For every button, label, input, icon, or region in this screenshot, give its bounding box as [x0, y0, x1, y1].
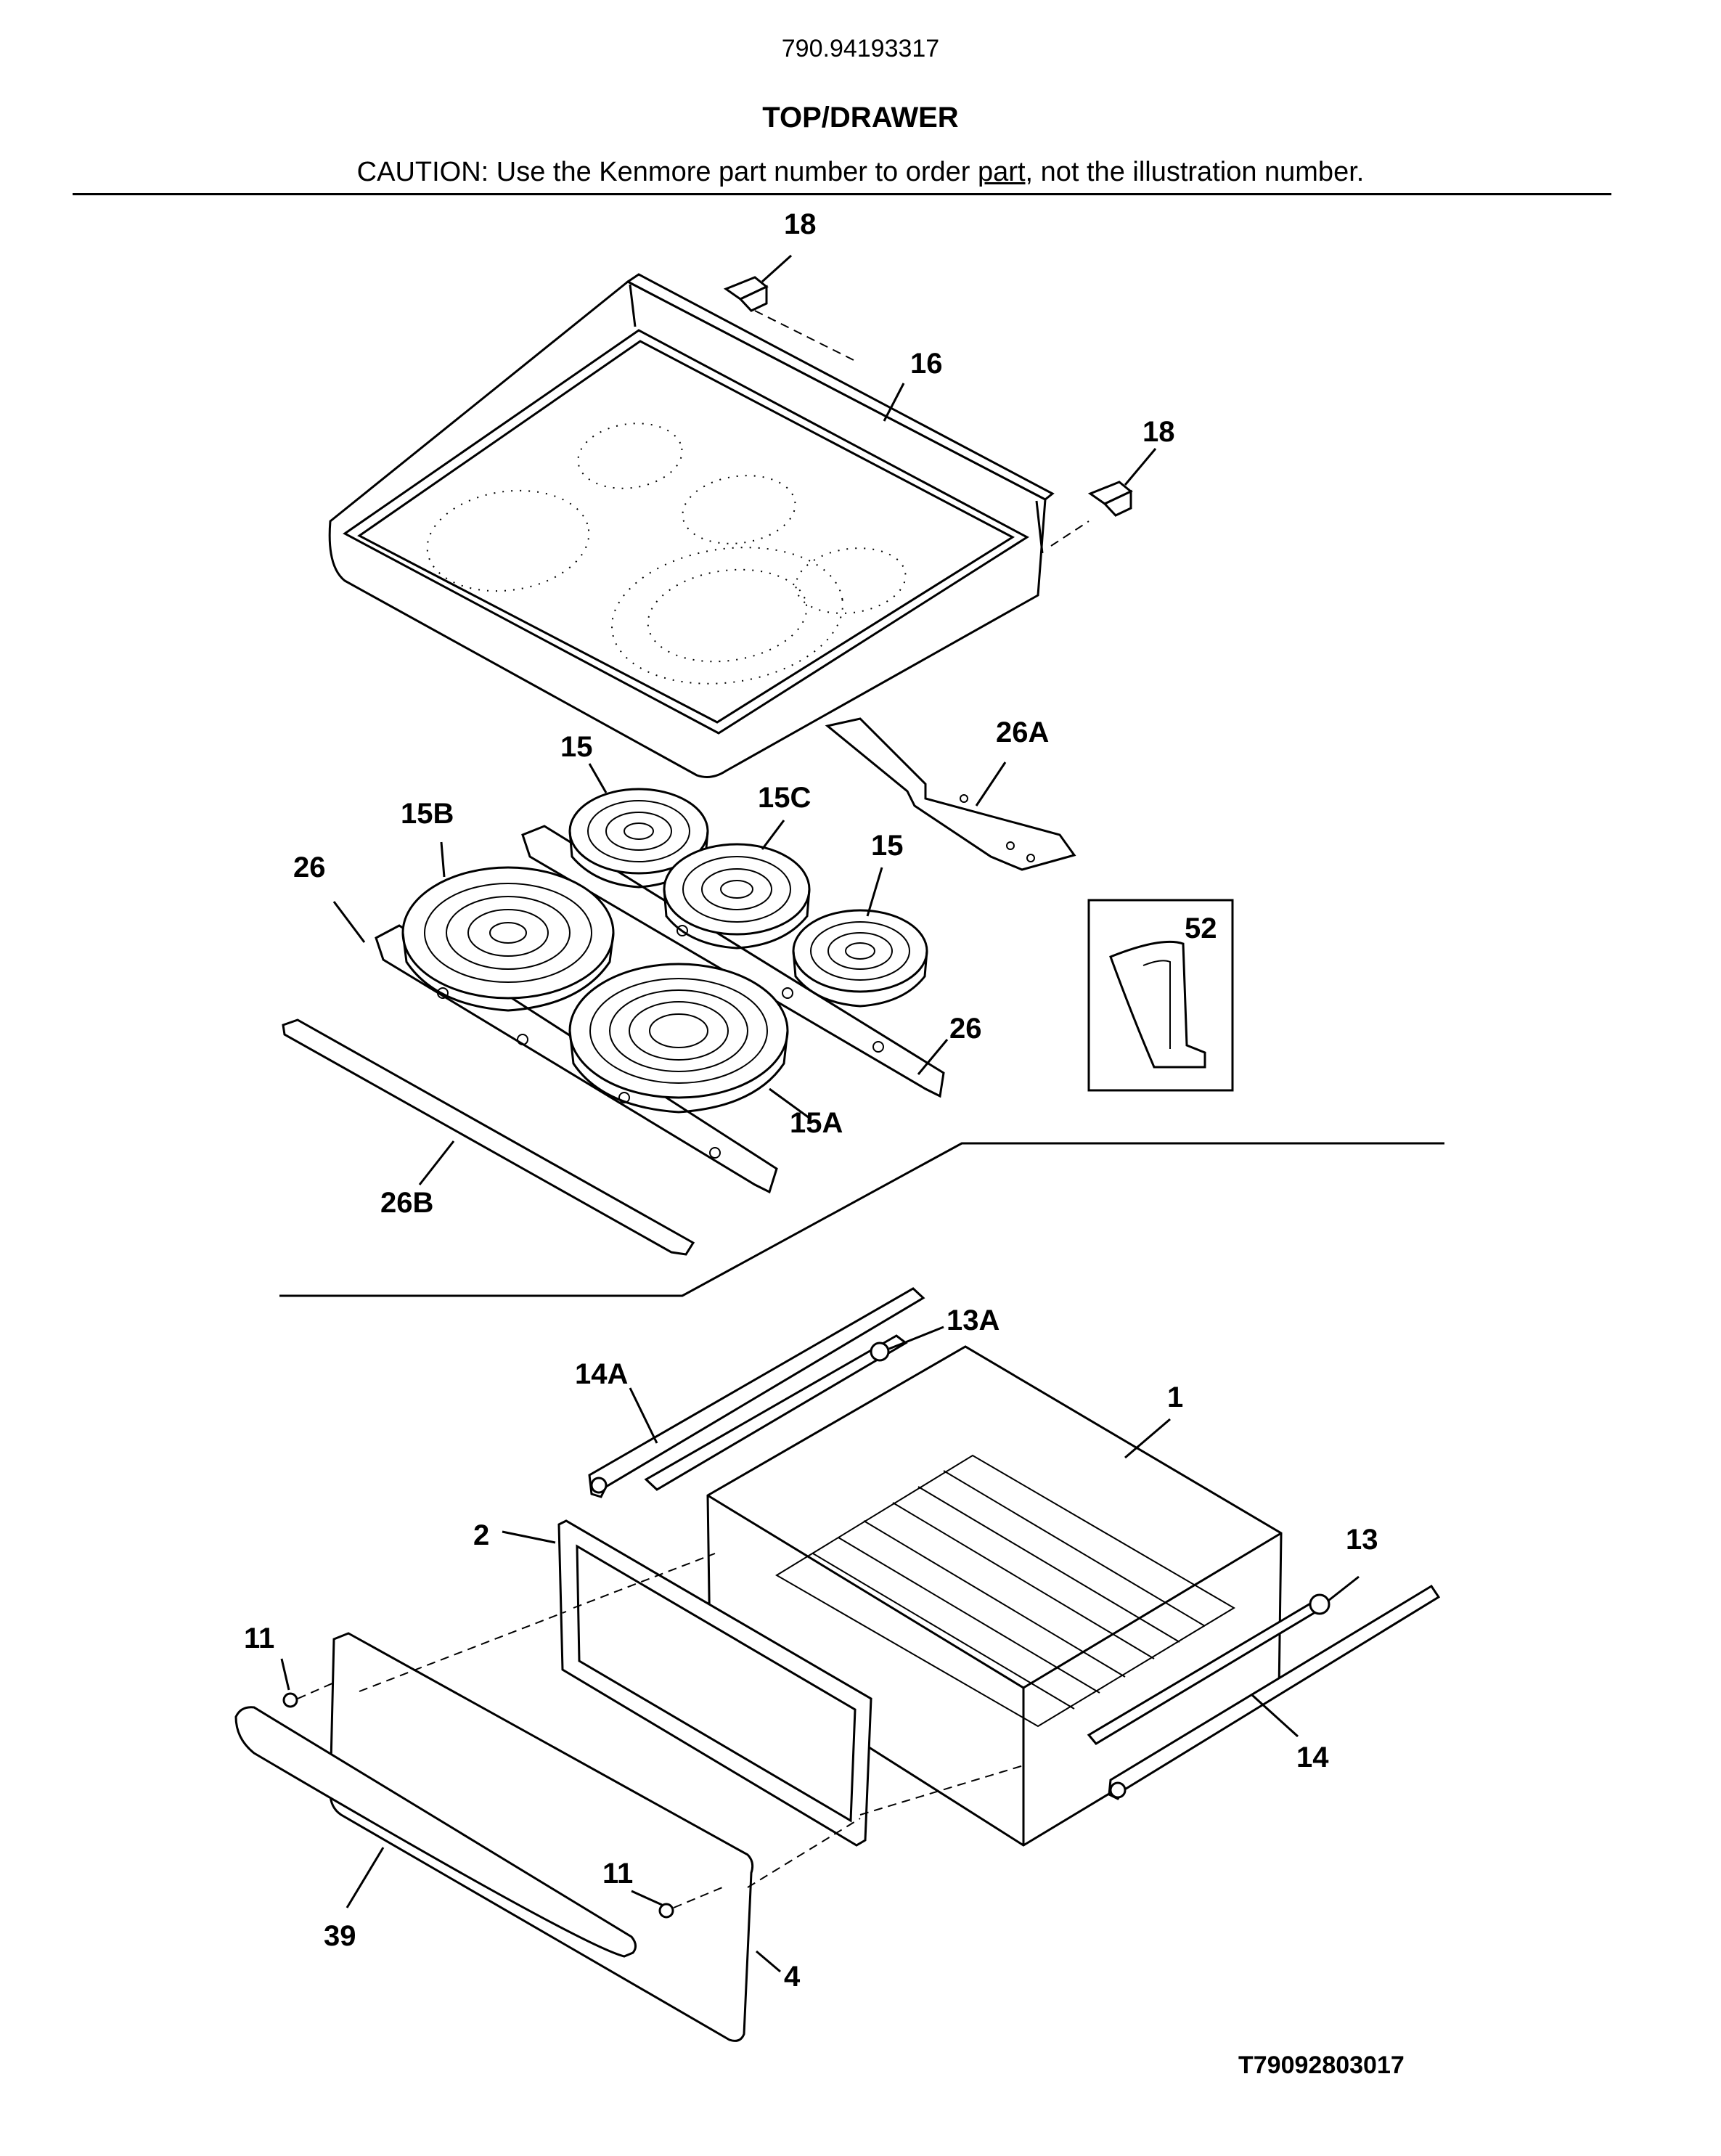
callout-14A: 14A [575, 1358, 628, 1390]
burner-part-15-right[interactable] [792, 909, 928, 1008]
burner-part-15B[interactable] [401, 866, 615, 1012]
callout-15B: 15B [401, 798, 454, 830]
callout-18-right: 18 [1142, 416, 1175, 448]
trim-strip-part-26B[interactable] [282, 1018, 695, 1256]
burner-part-15C[interactable] [663, 843, 811, 950]
callout-labels: 18 16 18 26A 15 15C 15B 15 26 52 26 15A … [244, 208, 1378, 1993]
section-title: TOP/DRAWER [762, 102, 959, 134]
header-divider [73, 193, 1611, 195]
callout-15A: 15A [790, 1107, 843, 1139]
callout-11-lower: 11 [602, 1858, 633, 1890]
caution-suffix: , not the illustration number. [1025, 157, 1365, 187]
burner-rail-part-26-right[interactable] [521, 825, 945, 1098]
drawer-panel-part-4[interactable] [329, 1611, 861, 2042]
reference-code: T79092803017 [1238, 2051, 1405, 2079]
callout-26-right: 26 [949, 1013, 982, 1045]
leader-lines [280, 254, 1360, 1973]
callout-52: 52 [1185, 912, 1217, 944]
callout-15-right: 15 [871, 830, 904, 862]
screw-part-11-lower[interactable] [658, 1885, 727, 1919]
slide-part-14A[interactable] [588, 1287, 925, 1498]
drawer-frame-part-2[interactable] [557, 1519, 1024, 1847]
caution-prefix: CAUTION: Use the Kenmore part number to … [356, 157, 978, 187]
cooktop-part-16[interactable] [328, 273, 1055, 778]
roller-part-13A[interactable] [870, 1342, 890, 1362]
callout-26-left: 26 [293, 852, 326, 883]
clip-part-18-left[interactable] [723, 276, 857, 362]
burner-part-15A[interactable] [568, 963, 789, 1114]
burner-part-15-top[interactable] [568, 788, 709, 889]
roller-part-13[interactable] [1309, 1593, 1330, 1615]
clip-part-18-right[interactable] [1050, 481, 1133, 547]
model-number: 790.94193317 [781, 35, 940, 62]
screw-part-11-upper[interactable] [282, 1682, 335, 1708]
callout-4: 4 [784, 1961, 801, 1993]
callout-13A: 13A [947, 1304, 1000, 1336]
slide-part-14[interactable] [1108, 1584, 1441, 1800]
handle-part-39[interactable] [234, 1706, 637, 1958]
callout-2: 2 [473, 1519, 489, 1551]
callout-26A: 26A [996, 716, 1049, 748]
callout-18-top: 18 [784, 208, 817, 240]
callout-13: 13 [1346, 1524, 1378, 1556]
callout-16: 16 [910, 348, 943, 380]
callout-26B: 26B [380, 1187, 433, 1219]
bracket-part-26A[interactable] [825, 717, 1076, 871]
caution-note: CAUTION: Use the Kenmore part number to … [0, 157, 1721, 188]
callout-11-upper: 11 [244, 1622, 274, 1654]
section-divider-line [279, 1142, 1444, 1297]
callout-15-top: 15 [560, 731, 593, 763]
callout-15C: 15C [758, 782, 811, 814]
caution-link-part[interactable]: part [978, 157, 1026, 187]
inset-box-part-52[interactable] [1087, 899, 1234, 1092]
callout-1: 1 [1167, 1381, 1183, 1413]
callout-14: 14 [1296, 1741, 1329, 1773]
callout-39: 39 [324, 1920, 356, 1952]
